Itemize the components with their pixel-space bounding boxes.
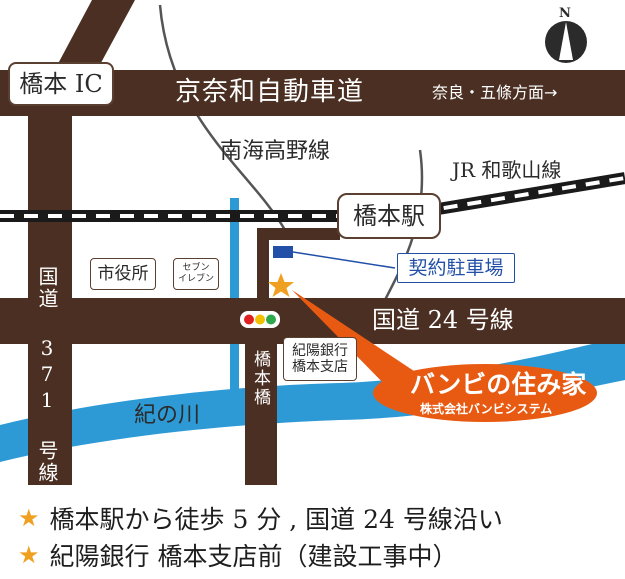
curve-line-right [383,149,424,301]
footer-text-2: 紀陽銀行 橋本支店前（建設工事中） [49,542,458,571]
seven-eleven-box: セブン イレブン [173,258,219,290]
bank-branch-line1: 紀陽銀行 [292,343,348,359]
callout-bubble [373,364,597,422]
hashimoto-bridge-label: 橋本橋 [250,350,270,407]
railway-main [0,210,340,222]
footer-star-icon: ★ [18,541,40,569]
station-access-horizontal [257,228,340,240]
river-label: 紀の川 [134,403,201,428]
railway-jr [419,172,625,218]
footer-star-icon: ★ [18,504,40,532]
kinokawa-river [0,336,625,462]
star-marker [268,273,294,297]
footer-line-1: ★ 橋本駅から徒歩 5 分 , 国道 24 号線沿い [18,500,503,536]
hashimoto-ic-label: 橋本 IC [19,70,103,98]
traffic-light [240,311,280,328]
bank-branch-line2: 橋本支店 [292,359,348,375]
seven-eleven-label: セブン イレブン [178,263,215,284]
station-access-vertical [257,228,269,300]
company-subname: 株式会社バンビシステム [420,402,553,416]
station-box: 橋本駅 [337,193,441,239]
parking-pointer [292,251,396,269]
expressway-label: 京奈和自動車道 [175,77,365,107]
jr-line-label: JR 和歌山線 [452,158,562,182]
city-hall-box: 市役所 [90,258,156,290]
parking-label: 契約駐車場 [408,256,504,279]
north-label: N [559,6,571,21]
bridge-road [245,298,277,485]
station-label: 橋本駅 [353,202,425,230]
company-name: バンビの住み家 [410,370,587,399]
footer-line-2: ★ 紀陽銀行 橋本支店前（建設工事中） [18,537,457,573]
city-hall-label: 市役所 [97,263,149,284]
route24-label: 国道 24 号線 [372,306,514,334]
north-arrow [545,21,587,63]
nankai-line-label: 南海高野線 [220,139,331,164]
hashimoto-ic-box: 橋本 IC [8,62,114,106]
curve-line-left [158,4,287,231]
bank-branch-box: 紀陽銀行 橋本支店 [283,337,357,381]
parking-marker [273,246,293,258]
parking-box: 契約駐車場 [397,253,515,283]
route371-road [28,95,72,485]
route371-label: 国道 371 号線 [35,266,59,484]
footer-text-1: 橋本駅から徒歩 5 分 , 国道 24 号線沿い [49,505,503,534]
expressway-direction-label: 奈良・五條方面→ [432,83,558,102]
